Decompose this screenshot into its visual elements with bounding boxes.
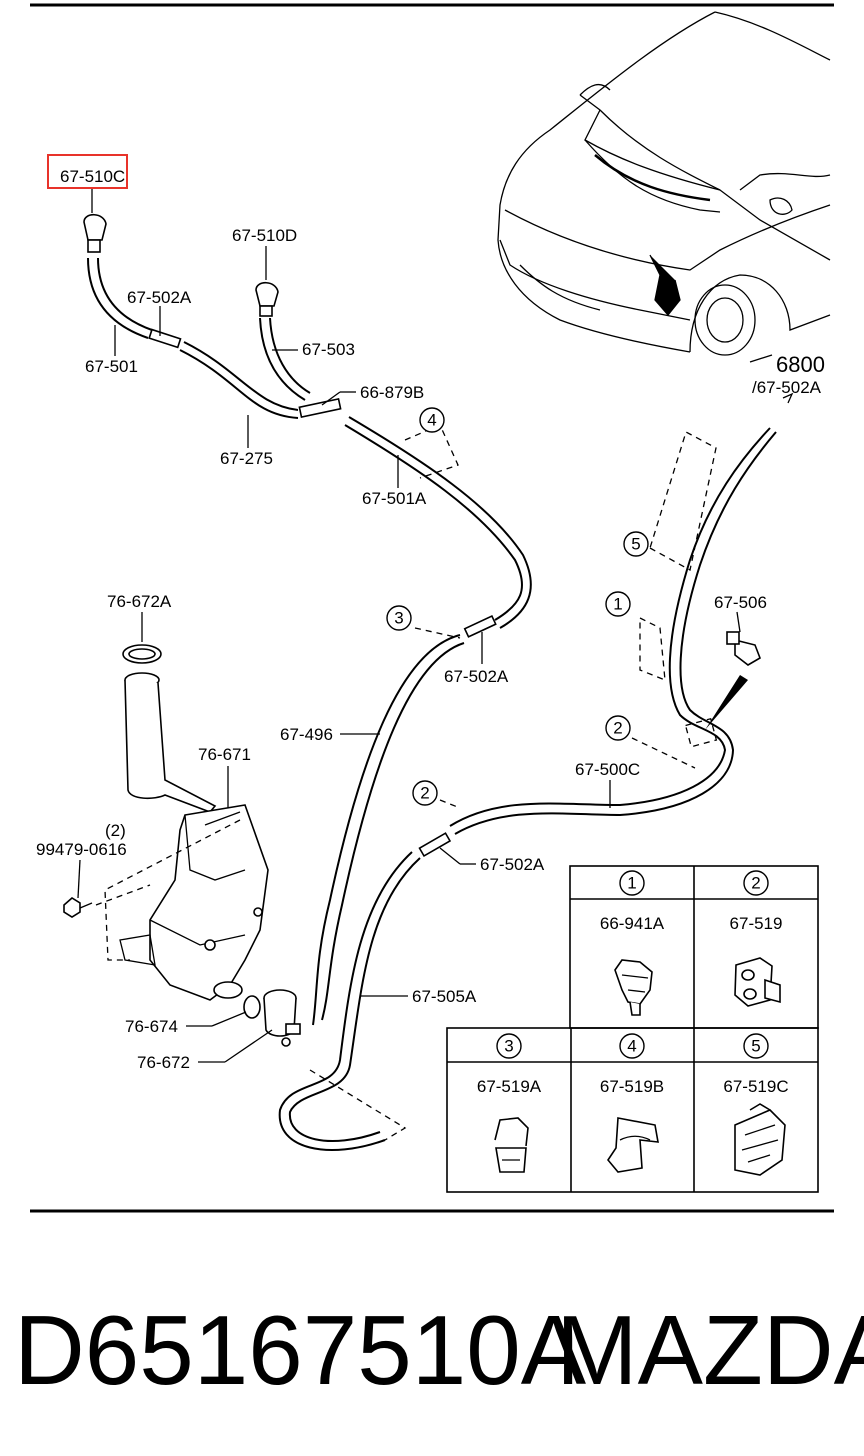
label-qty-2: (2) [105,821,126,840]
svg-text:3: 3 [504,1037,513,1056]
part-number: D65167510A [14,1295,587,1405]
connector-67-502A-top [148,328,182,349]
dashed-leaders [95,424,717,1141]
hose-67-500C [449,427,777,835]
legend-header-4: 4 [619,1033,645,1059]
connector-67-502A-mid [463,614,497,638]
nozzle-67-510D [255,281,279,317]
label-67-501: 67-501 [85,357,138,376]
label-67-501A: 67-501A [362,489,427,508]
legend-header-2: 2 [743,870,769,896]
legend-part-67-519A: 67-519A [477,1077,542,1096]
label-99479-0616: 99479-0616 [36,840,127,859]
label-67-496: 67-496 [280,725,333,744]
label-76-672: 76-672 [137,1053,190,1072]
clip-67-519B-drawing [607,1117,659,1173]
filler-neck [124,672,217,813]
hose-67-501A [344,416,532,629]
legend-header-1: 1 [619,870,645,896]
legend-part-67-519: 67-519 [730,914,783,933]
hose-67-496 [312,634,465,1026]
label-67-510C: 67-510C [60,167,125,186]
label-76-672A: 76-672A [107,592,172,611]
svg-text:1: 1 [627,874,636,893]
label-67-505A: 67-505A [412,987,477,1006]
highlight-box [47,154,128,189]
callout-2-right: 2 [605,715,631,741]
svg-text:3: 3 [394,609,403,628]
hose-67-501 [87,257,153,339]
pump-76-672 [263,989,301,1047]
legend-part-66-941A: 66-941A [600,914,665,933]
car-illustration [497,11,831,356]
clip-66-941A-drawing [614,959,653,1016]
callout-2-left: 2 [412,780,438,806]
label-67-506: 67-506 [714,593,767,612]
label-67-500C: 67-500C [575,760,640,779]
callout-3: 3 [386,605,412,631]
svg-text:5: 5 [631,535,640,554]
callout-5: 5 [623,531,649,557]
label-67-510D: 67-510D [232,226,297,245]
label-67-502A-mid: 67-502A [444,667,509,686]
label-76-671: 76-671 [198,745,251,764]
clip-67-519A-drawing [494,1117,529,1173]
connector-66-879B [298,398,342,418]
svg-text:2: 2 [420,784,429,803]
connector-67-502A-low [418,832,452,858]
legend-header-5: 5 [743,1033,769,1059]
callout-1: 1 [605,591,631,617]
label-67-502A-ref: /67-502A [752,378,822,397]
svg-text:5: 5 [751,1037,760,1056]
grommet-76-674 [243,995,261,1019]
label-66-879B: 66-879B [360,383,424,402]
legend-part-67-519C: 67-519C [723,1077,788,1096]
svg-text:1: 1 [613,595,622,614]
leader-lines [77,188,794,1063]
filler-cap-76-672A [122,644,162,664]
hose-67-505A [278,851,421,1151]
label-67-502A-low: 67-502A [480,855,545,874]
legend-header-3: 3 [496,1033,522,1059]
label-67-275: 67-275 [220,449,273,468]
clip-legend-table: 1 2 3 4 5 66-941A 67-519 67-519A 67-519B… [446,865,819,1193]
legend-part-67-519B: 67-519B [600,1077,664,1096]
nozzle-67-510C [83,213,107,253]
detail-box [684,717,718,748]
check-valve-67-506 [726,631,761,666]
brand-name: MAZDA [556,1295,864,1405]
clip-67-519-drawing [734,957,781,1007]
washer-tank-76-671 [119,804,269,1001]
bolt-99479-0616 [63,897,93,918]
label-67-503: 67-503 [302,340,355,359]
svg-text:4: 4 [627,1037,636,1056]
clip-67-519C-drawing [734,1103,786,1176]
arrow-to-car [705,675,748,730]
hose-67-275 [179,341,299,419]
label-6800: 6800 [776,352,825,377]
svg-text:2: 2 [751,874,760,893]
label-76-674: 76-674 [125,1017,178,1036]
callout-4: 4 [419,407,445,433]
svg-text:2: 2 [613,719,622,738]
hose-67-503 [259,317,311,401]
label-67-502A: 67-502A [127,288,192,307]
svg-text:4: 4 [427,411,436,430]
